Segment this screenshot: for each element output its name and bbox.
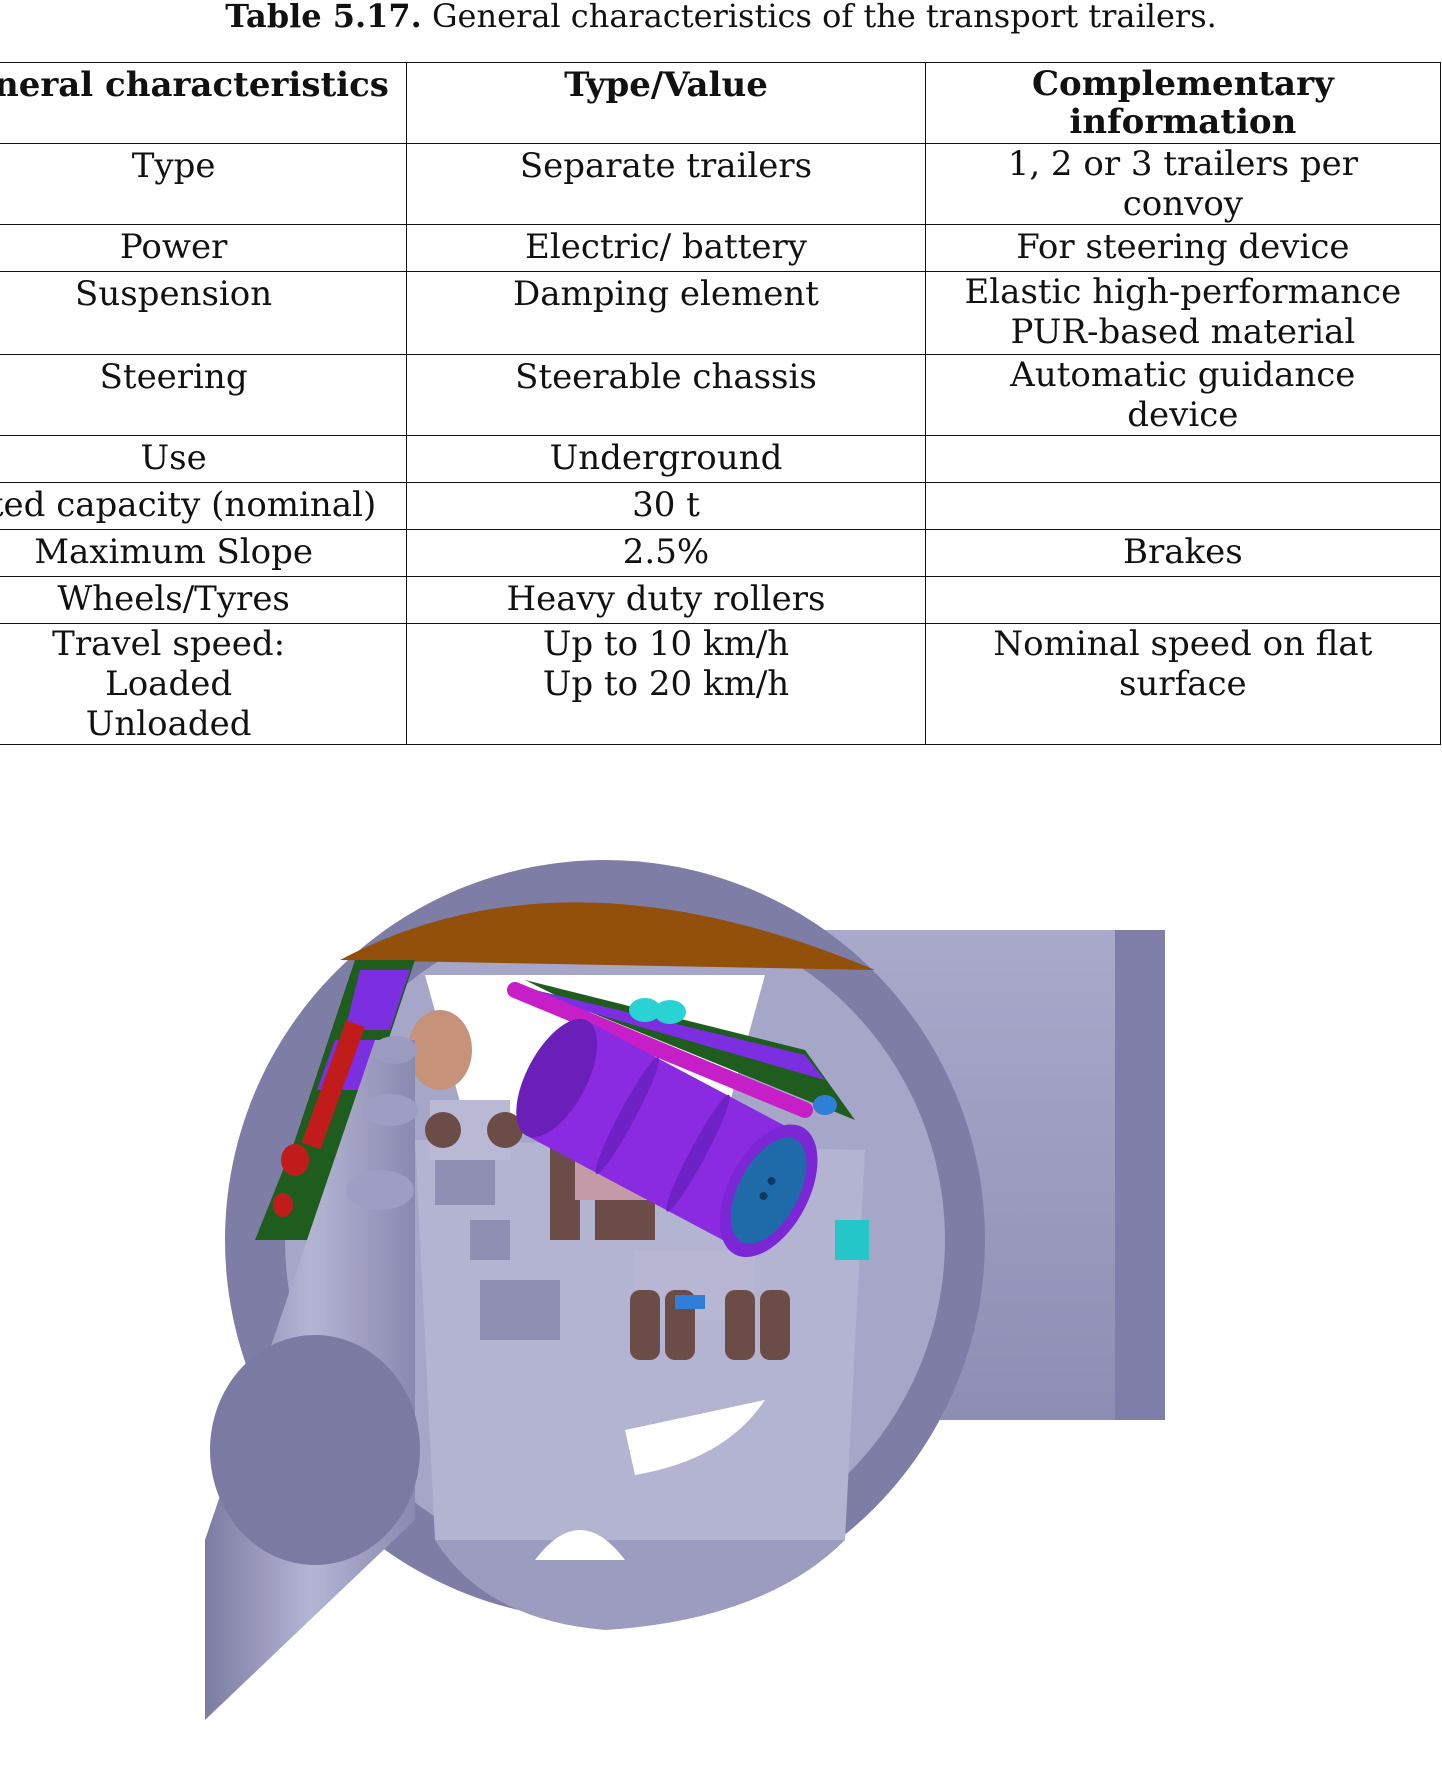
header-complementary: Complementary information [924,62,1442,144]
cell-value: Heavy duty rollers [406,576,926,624]
cell-value: Damping element [406,271,926,355]
table-row: Wheels/Tyres Heavy duty rollers [0,576,1442,624]
cell-value: 30 t [406,482,926,530]
table-row: Travel speed: Loaded Unloaded Up to 10 k… [0,623,1442,745]
access-door [625,1400,765,1475]
table-caption: Table 5.17. General characteristics of t… [0,0,1442,36]
cell-info-text: Nominal speed on flat surface [993,624,1373,705]
cell-characteristic: Power [0,224,408,272]
table-number: Table 5.17. [225,0,422,35]
trailer-assembly [408,1010,790,1360]
cell-characteristic: Travel speed: Loaded Unloaded [0,623,408,745]
cell-value: Electric/ battery [406,224,926,272]
cell-info: For steering device [924,224,1442,272]
header-complementary-text: Complementary information [1031,64,1334,142]
cell-info-text: 1, 2 or 3 trailers per convoy [1007,144,1359,224]
characteristics-table: -eneral characteristics Type/Value Compl… [0,62,1442,745]
cell-characteristic: Type [0,143,408,225]
right-cable-trays [507,980,869,1260]
cell-characteristic: Steering [0,354,408,436]
table-row: Use Underground [0,435,1442,483]
cell-characteristic: Maximum Slope [0,529,408,577]
cell-characteristic: Wheels/Tyres [0,576,408,624]
cell-info-text: Automatic guidance device [1010,355,1356,435]
header-type-value: Type/Value [406,62,926,144]
table-title: General characteristics of the transport… [431,0,1217,35]
trailer-figure [205,820,1165,1770]
cell-info-text: Elastic high-performance PUR-based mater… [964,272,1402,353]
cell-characteristic-text: Travel speed: Loaded Unloaded [52,624,286,744]
table-row: Type Separate trailers 1, 2 or 3 trailer… [0,143,1442,225]
cell-info: Nominal speed on flat surface [924,623,1442,745]
cell-info [924,435,1442,483]
crown-segment [340,902,875,970]
cell-info: 1, 2 or 3 trailers per convoy [924,143,1442,225]
table-row: Maximum Slope 2.5% Brakes [0,529,1442,577]
cell-value: Separate trailers [406,143,926,225]
table-row: Suspension Damping element Elastic high-… [0,271,1442,355]
cell-value: 2.5% [406,529,926,577]
cell-info: Brakes [924,529,1442,577]
table-header-row: -eneral characteristics Type/Value Compl… [0,62,1442,144]
purple-segment-tube [516,1018,818,1258]
header-characteristics: -eneral characteristics [0,62,408,144]
cell-value: Up to 10 km/h Up to 20 km/h [406,623,926,745]
cell-characteristic: ated capacity (nominal) [0,482,408,530]
cell-info: Elastic high-performance PUR-based mater… [924,271,1442,355]
cell-info: Automatic guidance device [924,354,1442,436]
cell-info [924,482,1442,530]
cell-value-text: Up to 10 km/h Up to 20 km/h [542,624,790,705]
cell-info [924,576,1442,624]
main-pipe [205,1036,420,1720]
tunnel-render-illustration [205,860,1165,1720]
cell-value: Steerable chassis [406,354,926,436]
table-row: Power Electric/ battery For steering dev… [0,224,1442,272]
table-row: ated capacity (nominal) 30 t [0,482,1442,530]
table-row: Steering Steerable chassis Automatic gui… [0,354,1442,436]
drain-arch [535,1530,625,1560]
cell-characteristic: Use [0,435,408,483]
cell-value: Underground [406,435,926,483]
cell-characteristic: Suspension [0,271,408,355]
